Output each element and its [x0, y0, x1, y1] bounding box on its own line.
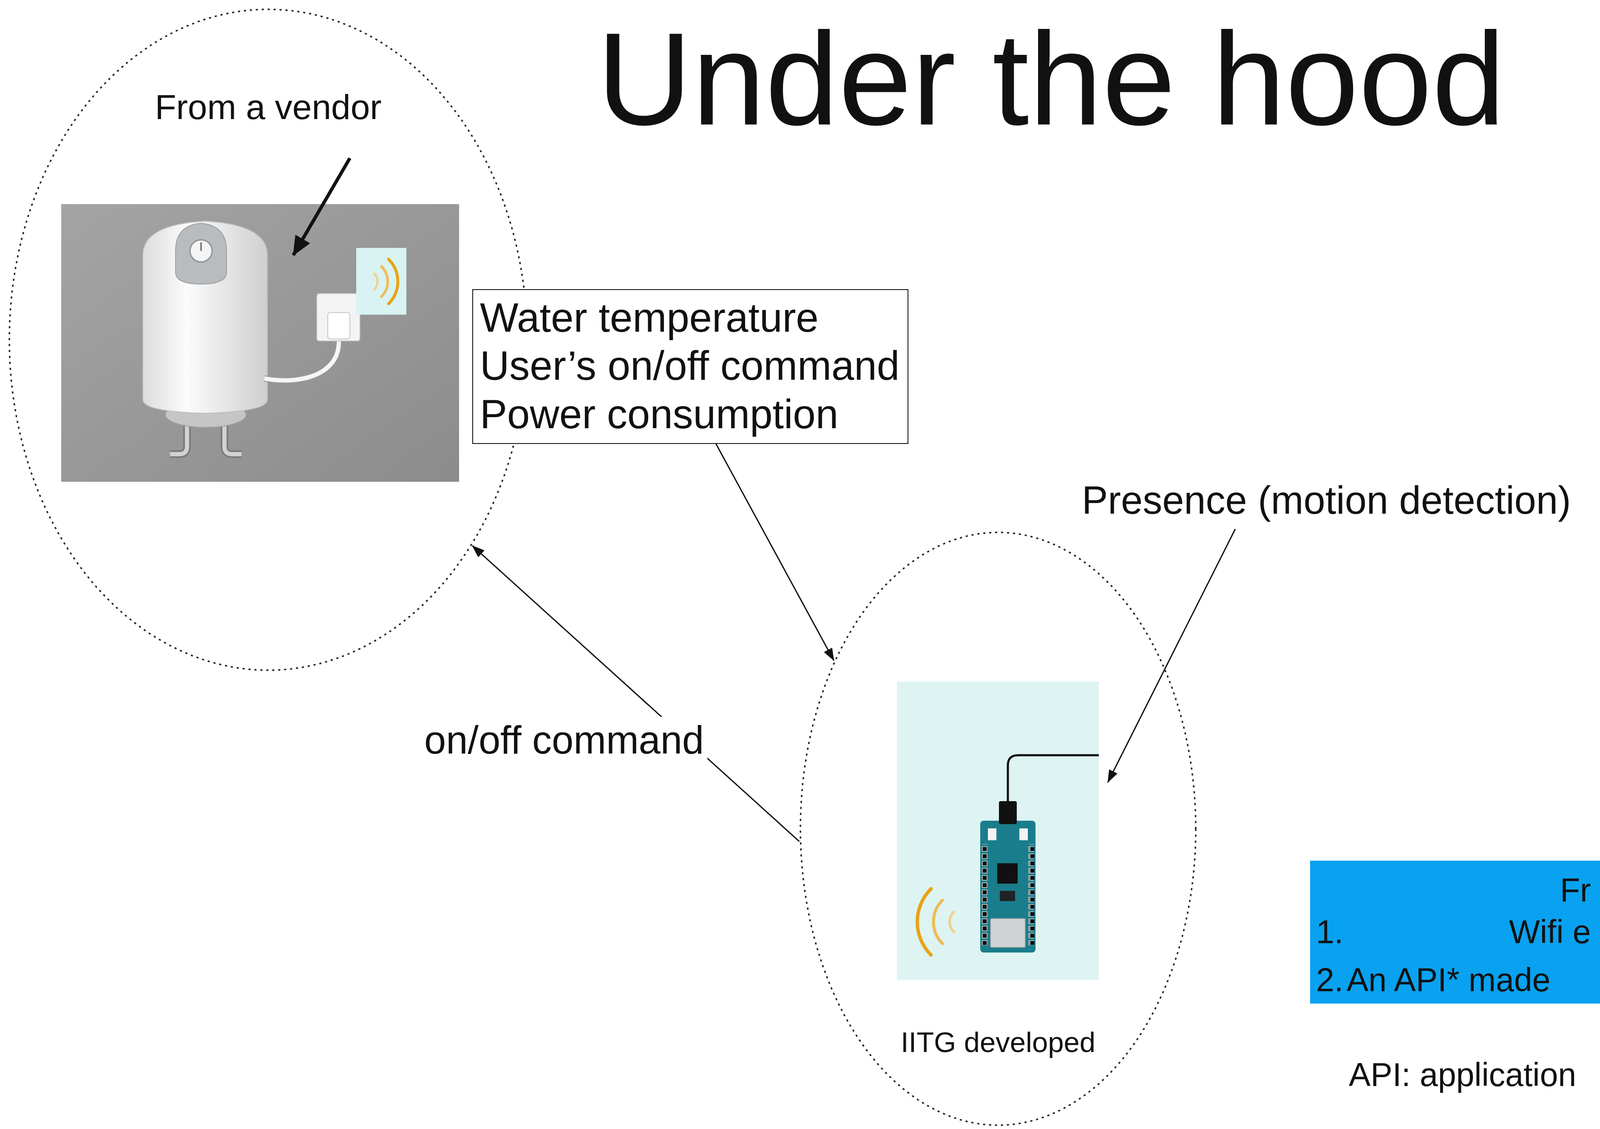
- note-text: Wifi e: [1509, 912, 1592, 951]
- pointer-arrow: [293, 158, 350, 256]
- region-heading: IITG developed: [900, 1024, 1096, 1059]
- power-cord: [264, 340, 339, 381]
- pin-header: [981, 843, 988, 945]
- note-box: Fr 1. Wifi e 2.An API* made: [1310, 860, 1600, 1004]
- water-pipes: [224, 420, 242, 454]
- heater-tank: [142, 221, 268, 414]
- usb-connector: [998, 800, 1017, 824]
- water-pipes: [224, 420, 242, 454]
- arduino-board-photo: [896, 681, 1099, 980]
- dashed-ellipse: [800, 532, 1196, 1125]
- list-number: 1.: [1316, 912, 1344, 951]
- signal-name: Power consumption: [479, 389, 901, 438]
- component: [987, 828, 997, 840]
- wifi-symbol: [933, 899, 943, 944]
- developer-region: IITG developed: [799, 530, 1198, 1127]
- leader-arrow: [1107, 528, 1236, 783]
- note-heading: Fr: [1560, 870, 1592, 910]
- sensor-label: Presence (motion detection): [1081, 476, 1572, 524]
- wall-socket: [316, 293, 361, 341]
- wifi-symbol: [374, 259, 398, 304]
- sensor-cable: [1007, 754, 1099, 804]
- wifi-symbol: [381, 266, 388, 297]
- wifi-plug-tile: [356, 247, 407, 315]
- note-text: An API* made: [1346, 960, 1551, 999]
- signal-name: User’s on/off command: [479, 341, 901, 390]
- power-cord: [264, 340, 339, 381]
- circuit-board: [980, 820, 1036, 953]
- microcontroller-chip: [997, 862, 1018, 884]
- water-pipes: [170, 420, 188, 454]
- signal-arrow: [715, 443, 834, 661]
- region-heading: From a vendor: [154, 86, 382, 128]
- pin-header: [1028, 843, 1035, 945]
- chip: [999, 890, 1016, 901]
- wall-background: [61, 204, 460, 482]
- signal-list-box: Water temperatureUser’s on/off commandPo…: [472, 289, 909, 444]
- wifi-symbol: [917, 888, 931, 955]
- vendor-region: From a vendor: [8, 8, 529, 672]
- edge-label: on/off command: [420, 716, 708, 764]
- water-pipes: [170, 420, 188, 454]
- wifi-symbol: [917, 888, 954, 955]
- component: [1019, 828, 1028, 840]
- footnote: API: application: [1348, 1055, 1577, 1094]
- wifi-symbol: [949, 911, 954, 932]
- slide-title: Under the hood: [596, 3, 1506, 156]
- thermostat-dial: [190, 239, 213, 262]
- water-heater-photo: [61, 204, 460, 482]
- signal-arrow: [472, 545, 800, 842]
- board-tile: [896, 681, 1099, 980]
- wifi-symbol: [388, 259, 398, 304]
- dial-mark: [200, 242, 202, 251]
- list-number: 2.: [1316, 960, 1344, 999]
- radio-module: [990, 918, 1026, 948]
- plug: [327, 312, 350, 339]
- signal-name: Water temperature: [479, 293, 901, 342]
- control-panel: [175, 223, 227, 284]
- wifi-symbol: [374, 273, 378, 290]
- dashed-ellipse: [9, 9, 528, 670]
